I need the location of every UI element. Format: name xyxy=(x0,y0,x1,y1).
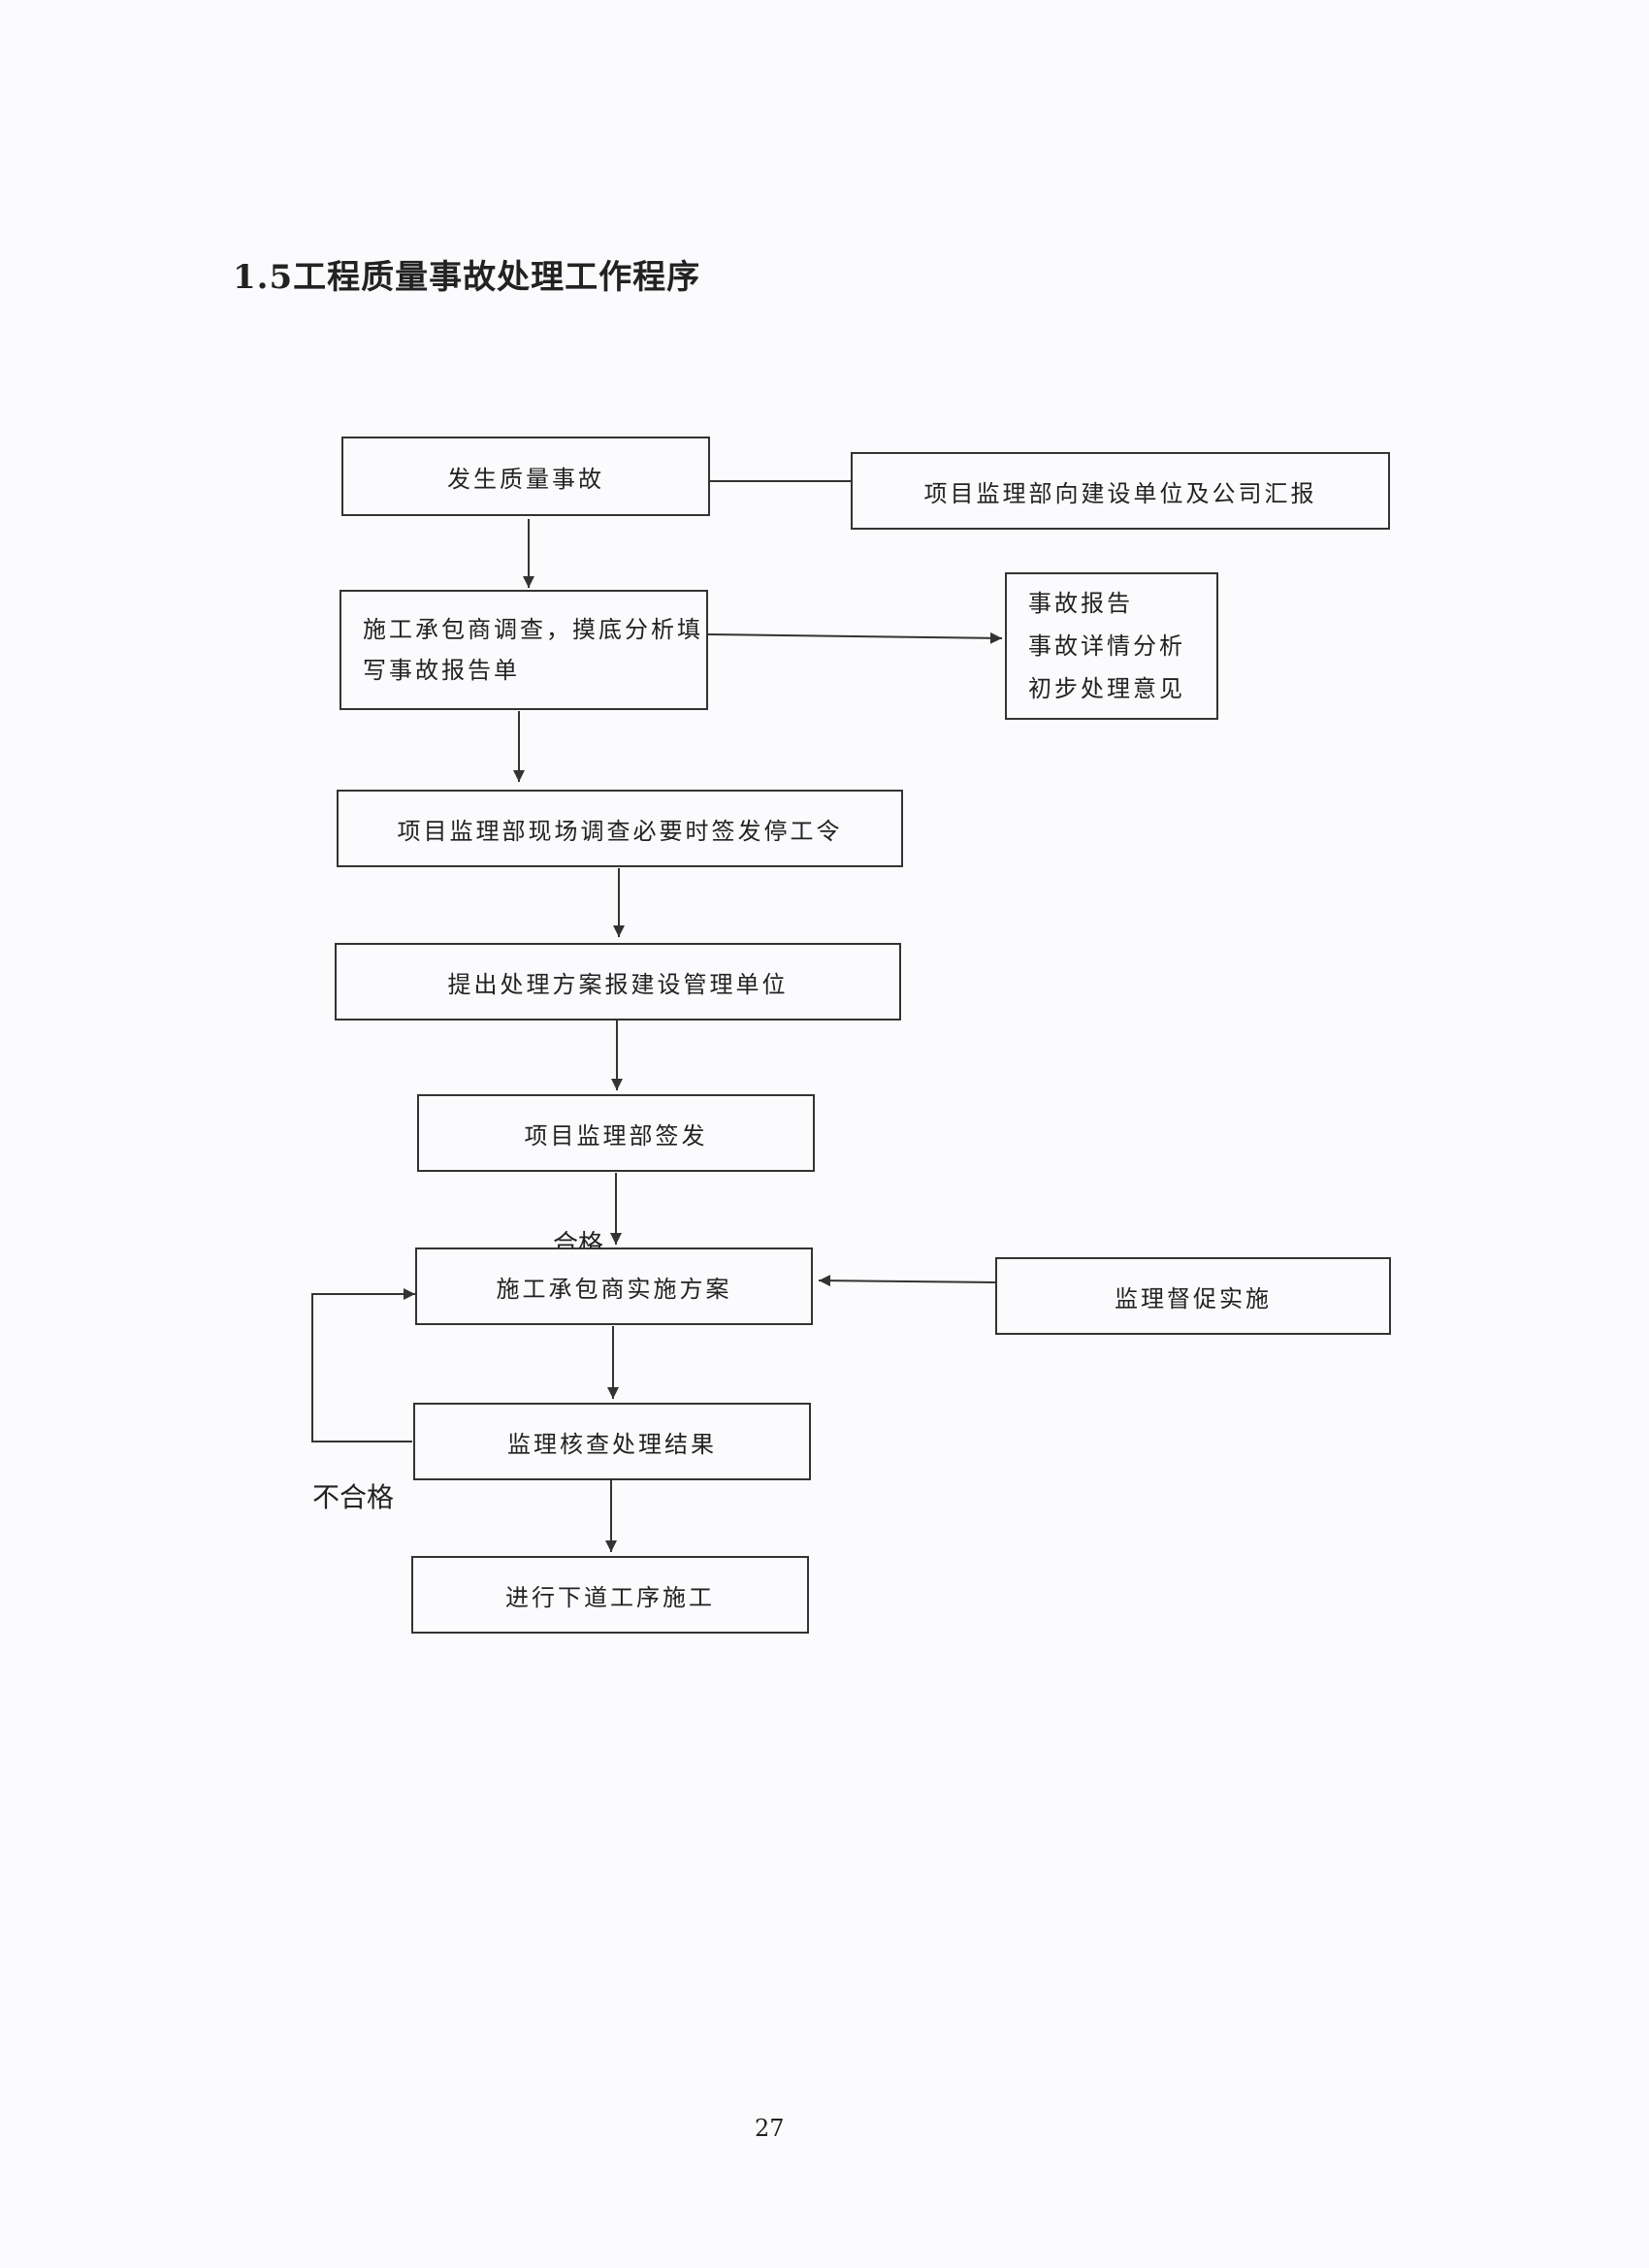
page-number: 27 xyxy=(755,2115,785,2142)
node-contractor-investigate: 施工承包商调查，摸底分析填 写事故报告单 xyxy=(340,590,708,710)
node-next-process: 进行下道工序施工 xyxy=(411,1556,809,1634)
arrow-supervise-implement xyxy=(818,1275,996,1287)
node-report-contents: 事故报告 事故详情分析 初步处理意见 xyxy=(1005,572,1218,720)
node-propose-plan: 提出处理方案报建设管理单位 xyxy=(335,943,901,1021)
node-contractor-implement: 施工承包商实施方案 xyxy=(415,1247,813,1325)
node-site-investigation: 项目监理部现场调查必要时签发停工令 xyxy=(337,790,903,867)
node-supervision-issue: 项目监理部签发 xyxy=(417,1094,815,1172)
arrow-fail-loop xyxy=(311,1288,415,1442)
arrow-investigate-items xyxy=(707,632,1003,644)
node-supervise-implementation: 监理督促实施 xyxy=(995,1257,1391,1335)
node-occur-accident: 发生质量事故 xyxy=(341,437,710,516)
page-title: 1.5工程质量事故处理工作程序 xyxy=(233,258,701,297)
node-report-to-owner: 项目监理部向建设单位及公司汇报 xyxy=(851,452,1390,530)
node-verify-result: 监理核查处理结果 xyxy=(413,1403,811,1480)
label-fail: 不合格 xyxy=(312,1481,395,1513)
